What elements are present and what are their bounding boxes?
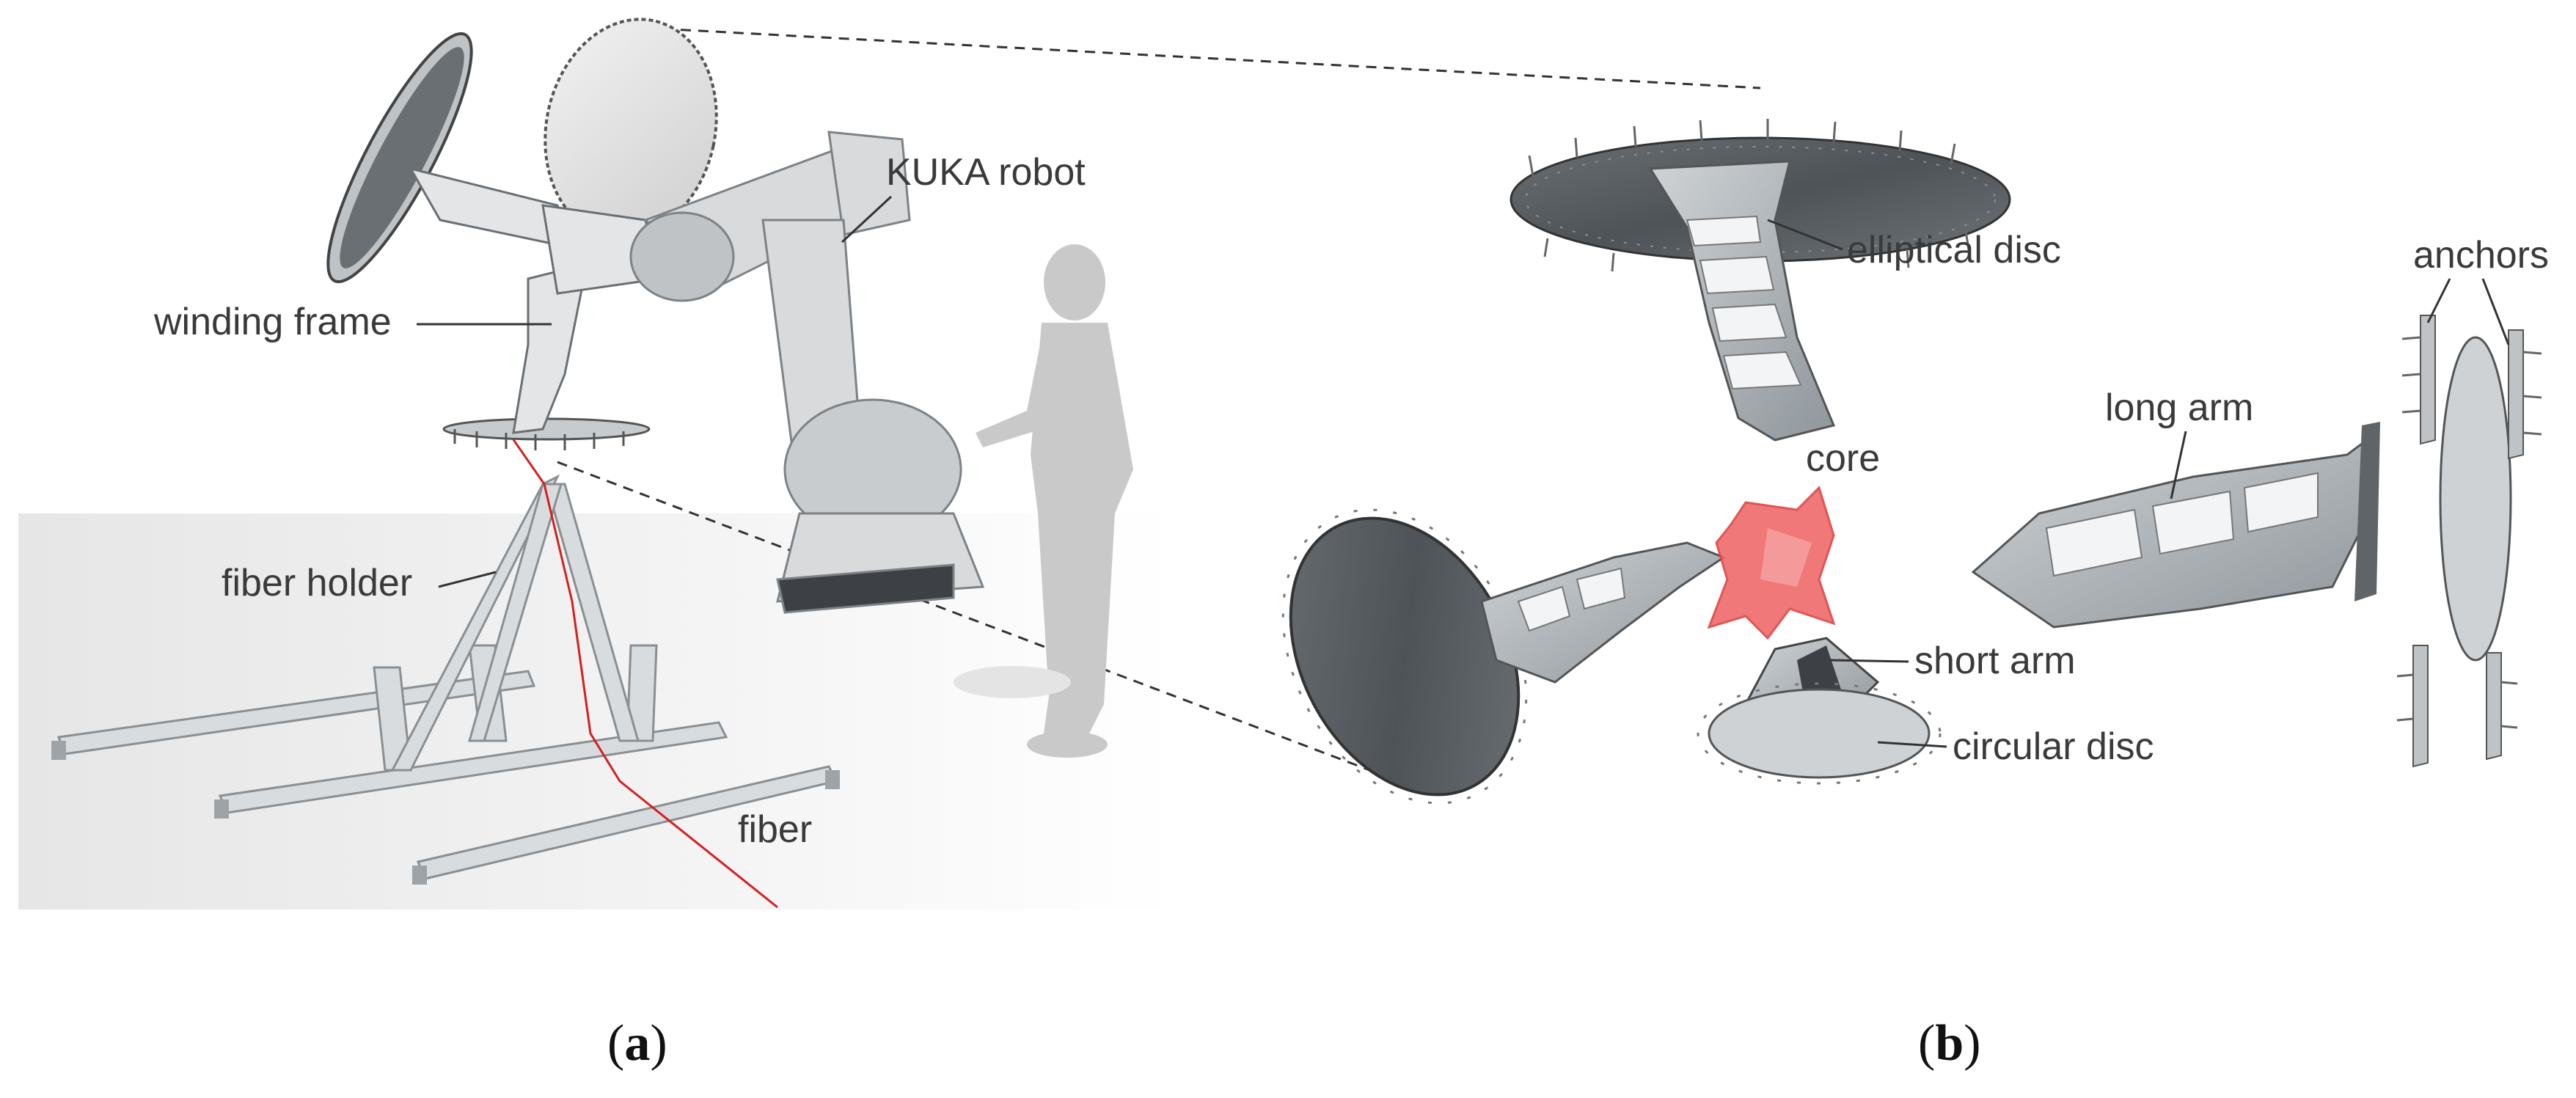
label-winding-frame: winding frame bbox=[153, 301, 392, 343]
label-circular-disc: circular disc bbox=[1953, 725, 2154, 768]
anchors-part bbox=[2396, 315, 2542, 768]
zoom-line-top bbox=[645, 26, 1761, 89]
label-fiber-holder: fiber holder bbox=[222, 562, 412, 604]
caption-b: (b) bbox=[1918, 1015, 1981, 1072]
stand-feet bbox=[51, 741, 840, 885]
elliptical-arm-part bbox=[1648, 160, 1836, 442]
core-part bbox=[1707, 486, 1836, 640]
human-silhouette bbox=[976, 244, 1133, 758]
frame-big-disc bbox=[544, 18, 718, 239]
leader-elliptical-disc bbox=[1767, 219, 1843, 251]
frame-bottom-disc bbox=[442, 417, 651, 450]
left-arm-part bbox=[1480, 541, 1727, 684]
panel-b-exploded-view: elliptical disc anchors long arm core sh… bbox=[1281, 119, 2549, 805]
caption-a: (a) bbox=[607, 1015, 667, 1072]
fiber-line bbox=[505, 428, 778, 909]
leader-anchors-1 bbox=[2426, 278, 2451, 323]
label-core: core bbox=[1806, 437, 1880, 480]
label-long-arm: long arm bbox=[2105, 387, 2253, 429]
frame-arms bbox=[408, 166, 662, 434]
frame-left-disc bbox=[326, 32, 473, 284]
kuka-robot bbox=[629, 131, 985, 614]
circular-disc-part bbox=[1697, 682, 1942, 785]
leader-long-arm bbox=[2170, 431, 2187, 499]
leader-circular-disc bbox=[1877, 741, 1947, 748]
leader-anchors-2 bbox=[2481, 278, 2510, 345]
label-anchors: anchors bbox=[2413, 234, 2549, 277]
human-shadow bbox=[954, 666, 1071, 698]
long-arm-part bbox=[1971, 422, 2380, 629]
label-kuka-robot: KUKA robot bbox=[886, 151, 1086, 194]
label-short-arm: short arm bbox=[1914, 640, 2076, 682]
floor-backdrop bbox=[18, 513, 1177, 909]
zoom-line-bottom bbox=[557, 461, 1409, 786]
leader-fiber-holder bbox=[438, 571, 497, 588]
fiber-holder-stand bbox=[56, 474, 838, 880]
leader-kuka-robot bbox=[841, 195, 893, 244]
leader-short-arm bbox=[1829, 659, 1909, 663]
panel-a-scene: KUKA robot winding frame fiber holder fi… bbox=[18, 18, 1761, 909]
label-fiber: fiber bbox=[738, 808, 812, 851]
label-elliptical-disc: elliptical disc bbox=[1847, 229, 2061, 271]
